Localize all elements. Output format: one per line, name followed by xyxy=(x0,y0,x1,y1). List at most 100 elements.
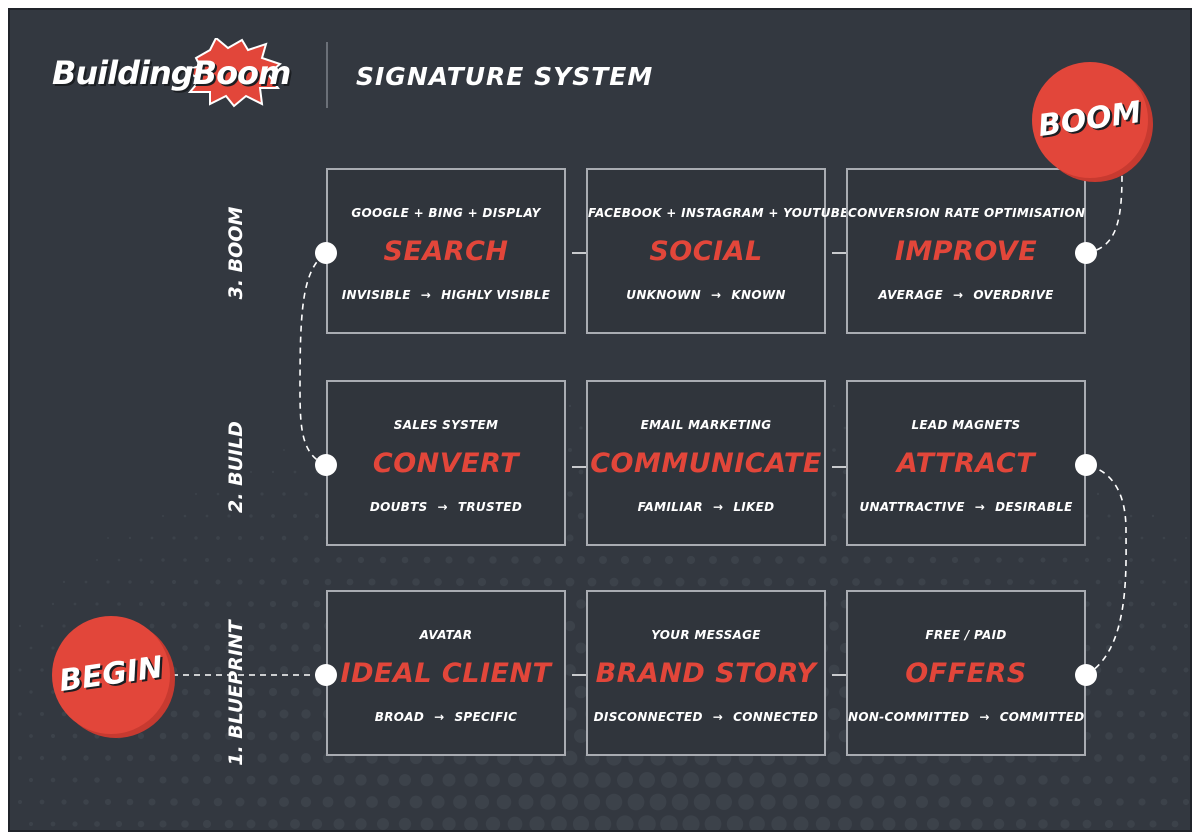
background-dot xyxy=(927,818,939,830)
background-dot xyxy=(150,580,154,584)
background-dot xyxy=(270,557,276,563)
background-dot xyxy=(565,577,575,587)
background-dot xyxy=(279,753,289,763)
background-dot xyxy=(852,578,860,586)
background-dot xyxy=(214,710,222,718)
background-dot xyxy=(420,773,434,787)
transition-from: AVERAGE xyxy=(878,288,943,302)
background-dot xyxy=(83,755,89,761)
background-dot xyxy=(871,795,885,809)
background-dot xyxy=(1172,645,1178,651)
background-dot xyxy=(815,816,831,830)
background-dot xyxy=(237,579,243,585)
background-dot xyxy=(771,816,787,830)
background-dot xyxy=(1183,623,1189,629)
background-dot xyxy=(311,774,323,786)
background-dot xyxy=(951,556,959,564)
background-dot xyxy=(1183,711,1189,717)
background-dot xyxy=(938,796,950,808)
background-dot xyxy=(1082,775,1092,785)
background-dot xyxy=(828,664,840,676)
background-dot xyxy=(838,817,852,830)
background-dot xyxy=(226,601,232,607)
arrow-right-icon: → xyxy=(952,288,964,302)
background-dot xyxy=(139,602,143,606)
background-dot xyxy=(1171,776,1179,784)
background-dot xyxy=(290,819,300,829)
background-dot xyxy=(1116,798,1124,806)
background-dot xyxy=(638,815,656,830)
background-dot xyxy=(686,555,696,565)
background-dot xyxy=(357,556,365,564)
node-offers-right xyxy=(1075,664,1097,686)
background-dot xyxy=(816,773,830,787)
card-transition: DISCONNECTED→CONNECTED xyxy=(588,710,824,724)
background-dot xyxy=(671,793,689,811)
background-dot xyxy=(215,579,221,585)
background-dot xyxy=(1106,601,1112,607)
card-subtitle: SALES SYSTEM xyxy=(393,418,499,432)
background-dot xyxy=(194,536,198,540)
background-dot xyxy=(301,665,311,675)
arrow-right-icon: → xyxy=(712,500,724,514)
background-dot xyxy=(1129,514,1133,518)
background-dot xyxy=(291,644,299,652)
background-dot xyxy=(1162,536,1166,540)
background-dot xyxy=(62,624,66,628)
background-dot xyxy=(683,772,699,788)
background-dot xyxy=(741,577,751,587)
background-dot xyxy=(304,492,308,496)
node-attract-right xyxy=(1075,454,1097,476)
background-dot xyxy=(333,774,345,786)
background-dot xyxy=(577,556,585,564)
background-dot xyxy=(290,775,300,785)
node-ideal-client-left xyxy=(315,664,337,686)
background-dot xyxy=(302,622,310,630)
background-dot xyxy=(564,664,576,676)
background-dot xyxy=(193,579,199,585)
background-dot xyxy=(562,794,578,810)
card-subtitle: FREE / PAID xyxy=(925,628,1007,642)
background-dot xyxy=(940,578,948,586)
transition-to: OVERDRIVE xyxy=(973,288,1054,302)
arrow-right-icon: → xyxy=(434,710,445,724)
background-dot xyxy=(1149,776,1157,784)
background-dot xyxy=(1150,601,1156,607)
background-dot xyxy=(551,772,567,788)
card-title: CONVERT xyxy=(372,448,520,479)
background-dot xyxy=(128,536,132,540)
background-dot xyxy=(1062,557,1068,563)
background-dot xyxy=(771,772,787,788)
card-title: IMPROVE xyxy=(894,236,1038,267)
background-dot xyxy=(259,535,265,541)
convert-to-search-connector xyxy=(299,252,327,466)
transition-to: HIGHLY VISIBLE xyxy=(441,288,551,302)
background-dot xyxy=(489,556,497,564)
background-dot xyxy=(293,470,297,474)
card-convert: SALES SYSTEM CONVERT DOUBTS→TRUSTED xyxy=(326,380,566,546)
background-dot xyxy=(28,777,34,783)
background-dot xyxy=(749,772,765,788)
background-dot xyxy=(203,776,211,784)
transition-to: COMMITTED xyxy=(999,710,1085,724)
background-dot xyxy=(1018,557,1024,563)
background-dot xyxy=(171,579,177,585)
background-dot xyxy=(1105,732,1113,740)
background-dot xyxy=(760,794,776,810)
background-dot xyxy=(258,622,266,630)
background-dot xyxy=(149,623,155,629)
background-dot xyxy=(249,514,253,518)
background-dot xyxy=(1160,754,1168,762)
card-transition: FAMILIAR→LIKED xyxy=(588,500,824,514)
background-dot xyxy=(159,820,167,828)
background-dot xyxy=(1106,557,1112,563)
background-dot xyxy=(1094,710,1102,718)
background-dot xyxy=(1171,820,1179,828)
background-dot xyxy=(863,556,871,564)
background-dot xyxy=(949,818,961,830)
background-dot xyxy=(907,556,915,564)
background-dot xyxy=(183,514,187,518)
connector-nodes xyxy=(315,242,1097,686)
background-dot xyxy=(431,795,445,809)
background-dot xyxy=(929,556,937,564)
